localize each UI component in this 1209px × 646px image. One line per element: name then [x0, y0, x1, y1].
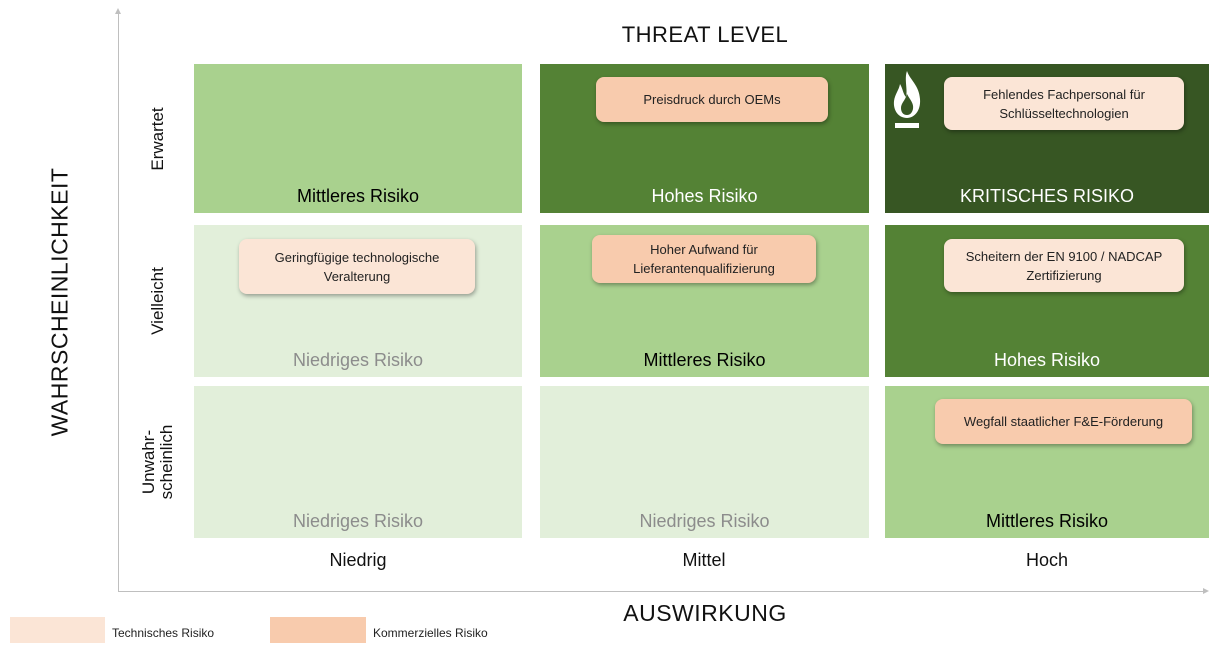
risk-level-label: Niedriges Risiko	[639, 511, 770, 531]
threat-level-title: THREAT LEVEL	[621, 22, 789, 47]
x-axis-arrow	[1203, 588, 1209, 594]
row-label-unwahrscheinlich: Unwahr- scheinlich	[134, 386, 182, 538]
risk-level-label: Mittleres Risiko	[985, 511, 1109, 531]
risk-level-label: Hohes Risiko	[651, 186, 758, 206]
risk-level-label: Mittleres Risiko	[296, 186, 420, 206]
cell-r2-c0: Niedriges Risiko	[194, 386, 522, 538]
row-label-erwartet: Erwartet	[134, 64, 182, 213]
risk-level-label: Niedriges Risiko	[292, 350, 424, 370]
legend-swatch-commercial	[270, 617, 366, 643]
risk-card-zertifizierung[interactable]: Scheitern der EN 9100 / NADCAP Zertifizi…	[944, 239, 1184, 292]
risk-level-label: KRITISCHES RISIKO	[959, 186, 1135, 206]
risk-card-fachpersonal[interactable]: Fehlendes Fachpersonal für Schlüsseltech…	[944, 77, 1184, 130]
risk-card-text: Scheitern der EN 9100 / NADCAP Zertifizi…	[965, 248, 1163, 283]
row-label-vielleicht: Vielleicht	[134, 225, 182, 377]
y-axis-arrow	[115, 8, 121, 14]
cell-r0-c0: Mittleres Risiko	[194, 64, 522, 213]
y-axis-title-wrap: WAHRSCHEINLICHKEIT	[42, 0, 77, 646]
risk-card-text: Hoher Aufwand für Lieferantenqualifizier…	[633, 242, 775, 276]
column-label-hoch: Hoch	[1025, 550, 1069, 570]
legend-label-technical: Technisches Risiko	[112, 626, 215, 640]
x-axis-title: AUSWIRKUNG	[623, 600, 787, 626]
risk-card-preisdruck[interactable]: Preisdruck durch OEMs	[596, 77, 828, 122]
risk-level-label: Mittleres Risiko	[643, 350, 766, 370]
risk-card-text: Geringfügige technologische Veralterung	[274, 249, 440, 284]
column-label-mittel: Mittel	[682, 550, 726, 570]
risk-level-label: Hohes Risiko	[993, 350, 1101, 370]
cell-r2-c1: Niedriges Risiko	[540, 386, 869, 538]
row-label-text: Erwartet	[148, 106, 167, 171]
row-label-text: Unwahr- scheinlich	[139, 424, 176, 500]
risk-card-veralterung[interactable]: Geringfügige technologische Veralterung	[239, 239, 475, 294]
risk-level-label: Niedriges Risiko	[292, 511, 424, 531]
risk-card-foerderung[interactable]: Wegfall staatlicher F&E-Förderung	[935, 399, 1192, 444]
y-axis-title: WAHRSCHEINLICHKEIT	[46, 167, 72, 437]
y-axis-line	[118, 12, 119, 592]
fire-hazard-icon	[893, 71, 921, 128]
risk-card-text: Preisdruck durch OEMs	[643, 92, 781, 107]
legend-swatch-technical	[10, 617, 105, 643]
x-axis-line	[118, 591, 1204, 592]
legend-label-commercial: Kommerzielles Risiko	[373, 626, 488, 640]
risk-card-text: Fehlendes Fachpersonal für Schlüsseltech…	[983, 86, 1145, 121]
risk-card-text: Wegfall staatlicher F&E-Förderung	[963, 414, 1164, 429]
risk-card-lieferanten[interactable]: Hoher Aufwand für Lieferantenqualifizier…	[592, 235, 816, 283]
column-label-niedrig: Niedrig	[329, 550, 387, 570]
row-label-text: Vielleicht	[148, 267, 167, 335]
